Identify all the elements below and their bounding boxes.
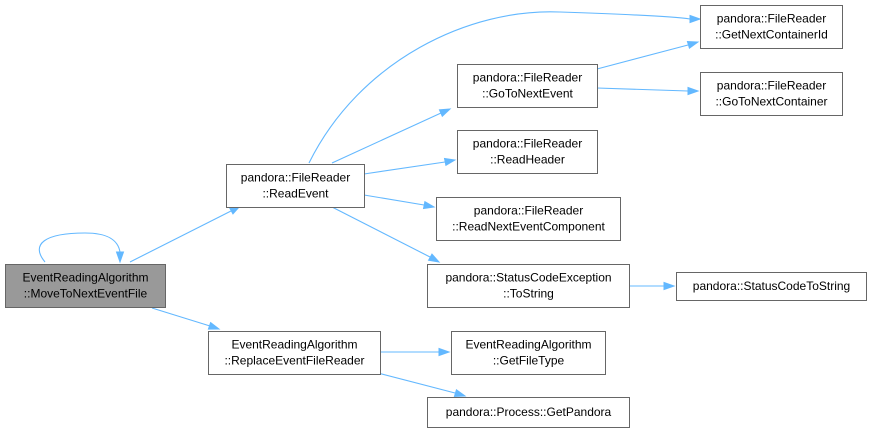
edge-replace-to-getPandora <box>377 372 467 398</box>
node-label-line: EventReadingAlgorithm <box>231 338 357 352</box>
edge-line <box>129 210 232 263</box>
edge-replace-to-getFileType <box>380 347 451 357</box>
node-box <box>208 331 381 375</box>
node-readHeader[interactable]: pandora::FileReader::ReadHeader <box>457 130 598 174</box>
arrow-head <box>438 347 451 357</box>
edge-readEvent-to-toString <box>331 206 441 263</box>
edge-line <box>308 11 691 164</box>
arrow-head <box>687 86 700 96</box>
edge-root-to-readEvent <box>129 205 242 263</box>
edge-goToNextEvent-to-goToNextContainer <box>596 86 700 96</box>
node-label-line: pandora::StatusCodeToString <box>693 279 850 293</box>
arrow-head <box>453 388 467 398</box>
node-label-line: pandora::FileReader <box>474 204 583 218</box>
node-box <box>700 5 843 49</box>
arrow-head <box>422 200 436 210</box>
arrow-head <box>689 14 702 24</box>
edge-toString-to-statusCodeToString <box>629 281 676 291</box>
node-toString[interactable]: pandora::StatusCodeException::ToString <box>427 264 630 308</box>
node-label-line: pandora::FileReader <box>717 79 826 93</box>
node-label-line: ::ReadHeader <box>490 153 565 167</box>
node-label-line: ::ReadEvent <box>262 187 329 201</box>
node-box <box>457 64 598 108</box>
node-box <box>427 264 630 308</box>
arrow-head <box>115 251 125 264</box>
arrow-head <box>663 281 676 291</box>
edge-readEvent-to-goToNextEvent <box>331 108 452 164</box>
edge-goToNextEvent-to-getNextContainerId <box>596 40 700 70</box>
edge-readEvent-to-readNextComp <box>363 194 436 210</box>
node-label-line: ::ReplaceEventFileReader <box>224 354 364 368</box>
node-readEvent[interactable]: pandora::FileReader::ReadEvent <box>226 164 365 208</box>
node-root: EventReadingAlgorithm::MoveToNextEventFi… <box>5 264 166 308</box>
node-label-line: ::ReadNextEventComponent <box>452 220 605 234</box>
edge-line <box>151 307 211 327</box>
node-label-line: ::ToString <box>503 287 554 301</box>
edge-line <box>331 206 431 258</box>
node-box <box>5 264 166 308</box>
node-label-line: pandora::FileReader <box>241 171 350 185</box>
edge-line <box>331 112 442 164</box>
node-box <box>436 197 621 241</box>
arrow-head <box>443 157 457 167</box>
node-getNextContainerId[interactable]: pandora::FileReader::GetNextContainerId <box>700 5 843 49</box>
node-box <box>676 272 867 301</box>
node-statusCodeToString[interactable]: pandora::StatusCodeToString <box>676 272 867 301</box>
node-box <box>457 130 598 174</box>
edge-line <box>377 372 456 394</box>
edge-readEvent-to-readHeader <box>363 157 457 175</box>
node-readNextComp[interactable]: pandora::FileReader::ReadNextEventCompon… <box>436 197 621 241</box>
edge-readEvent-to-getNextContainerId <box>308 11 702 164</box>
arrow-head <box>427 253 441 263</box>
edges-layer <box>38 11 702 398</box>
node-label-line: ::MoveToNextEventFile <box>24 287 148 301</box>
edge-line <box>596 44 689 70</box>
node-box <box>427 397 630 428</box>
edge-root-to-root <box>38 232 125 264</box>
node-goToNextEvent[interactable]: pandora::FileReader::GoToNextEvent <box>457 64 598 108</box>
node-getPandora[interactable]: pandora::Process::GetPandora <box>427 397 630 428</box>
edge-line <box>363 161 446 175</box>
edge-root-to-replace <box>151 307 221 330</box>
node-label-line: EventReadingAlgorithm <box>22 271 148 285</box>
node-label-line: ::GoToNextContainer <box>715 95 827 109</box>
node-goToNextContainer[interactable]: pandora::FileReader::GoToNextContainer <box>700 72 843 116</box>
node-label-line: ::GetNextContainerId <box>715 28 828 42</box>
arrow-head <box>686 40 700 50</box>
node-replace[interactable]: EventReadingAlgorithm::ReplaceEventFileR… <box>208 331 381 375</box>
node-label-line: pandora::FileReader <box>473 71 582 85</box>
node-label-line: pandora::FileReader <box>717 12 826 26</box>
node-label-line: EventReadingAlgorithm <box>465 338 591 352</box>
node-box <box>226 164 365 208</box>
edge-line <box>596 87 689 92</box>
edge-line <box>363 194 425 206</box>
arrow-head <box>438 108 452 118</box>
node-getFileType[interactable]: EventReadingAlgorithm::GetFileType <box>451 331 606 375</box>
node-box <box>700 72 843 116</box>
node-box <box>451 331 606 375</box>
node-label-line: ::GoToNextEvent <box>482 87 573 101</box>
node-label-line: pandora::StatusCodeException <box>445 271 611 285</box>
arrow-head <box>207 321 221 330</box>
node-label-line: ::GetFileType <box>493 354 565 368</box>
edge-line <box>38 232 121 263</box>
nodes-layer: EventReadingAlgorithm::MoveToNextEventFi… <box>5 5 867 428</box>
node-label-line: pandora::Process::GetPandora <box>446 405 612 419</box>
node-label-line: pandora::FileReader <box>473 137 582 151</box>
